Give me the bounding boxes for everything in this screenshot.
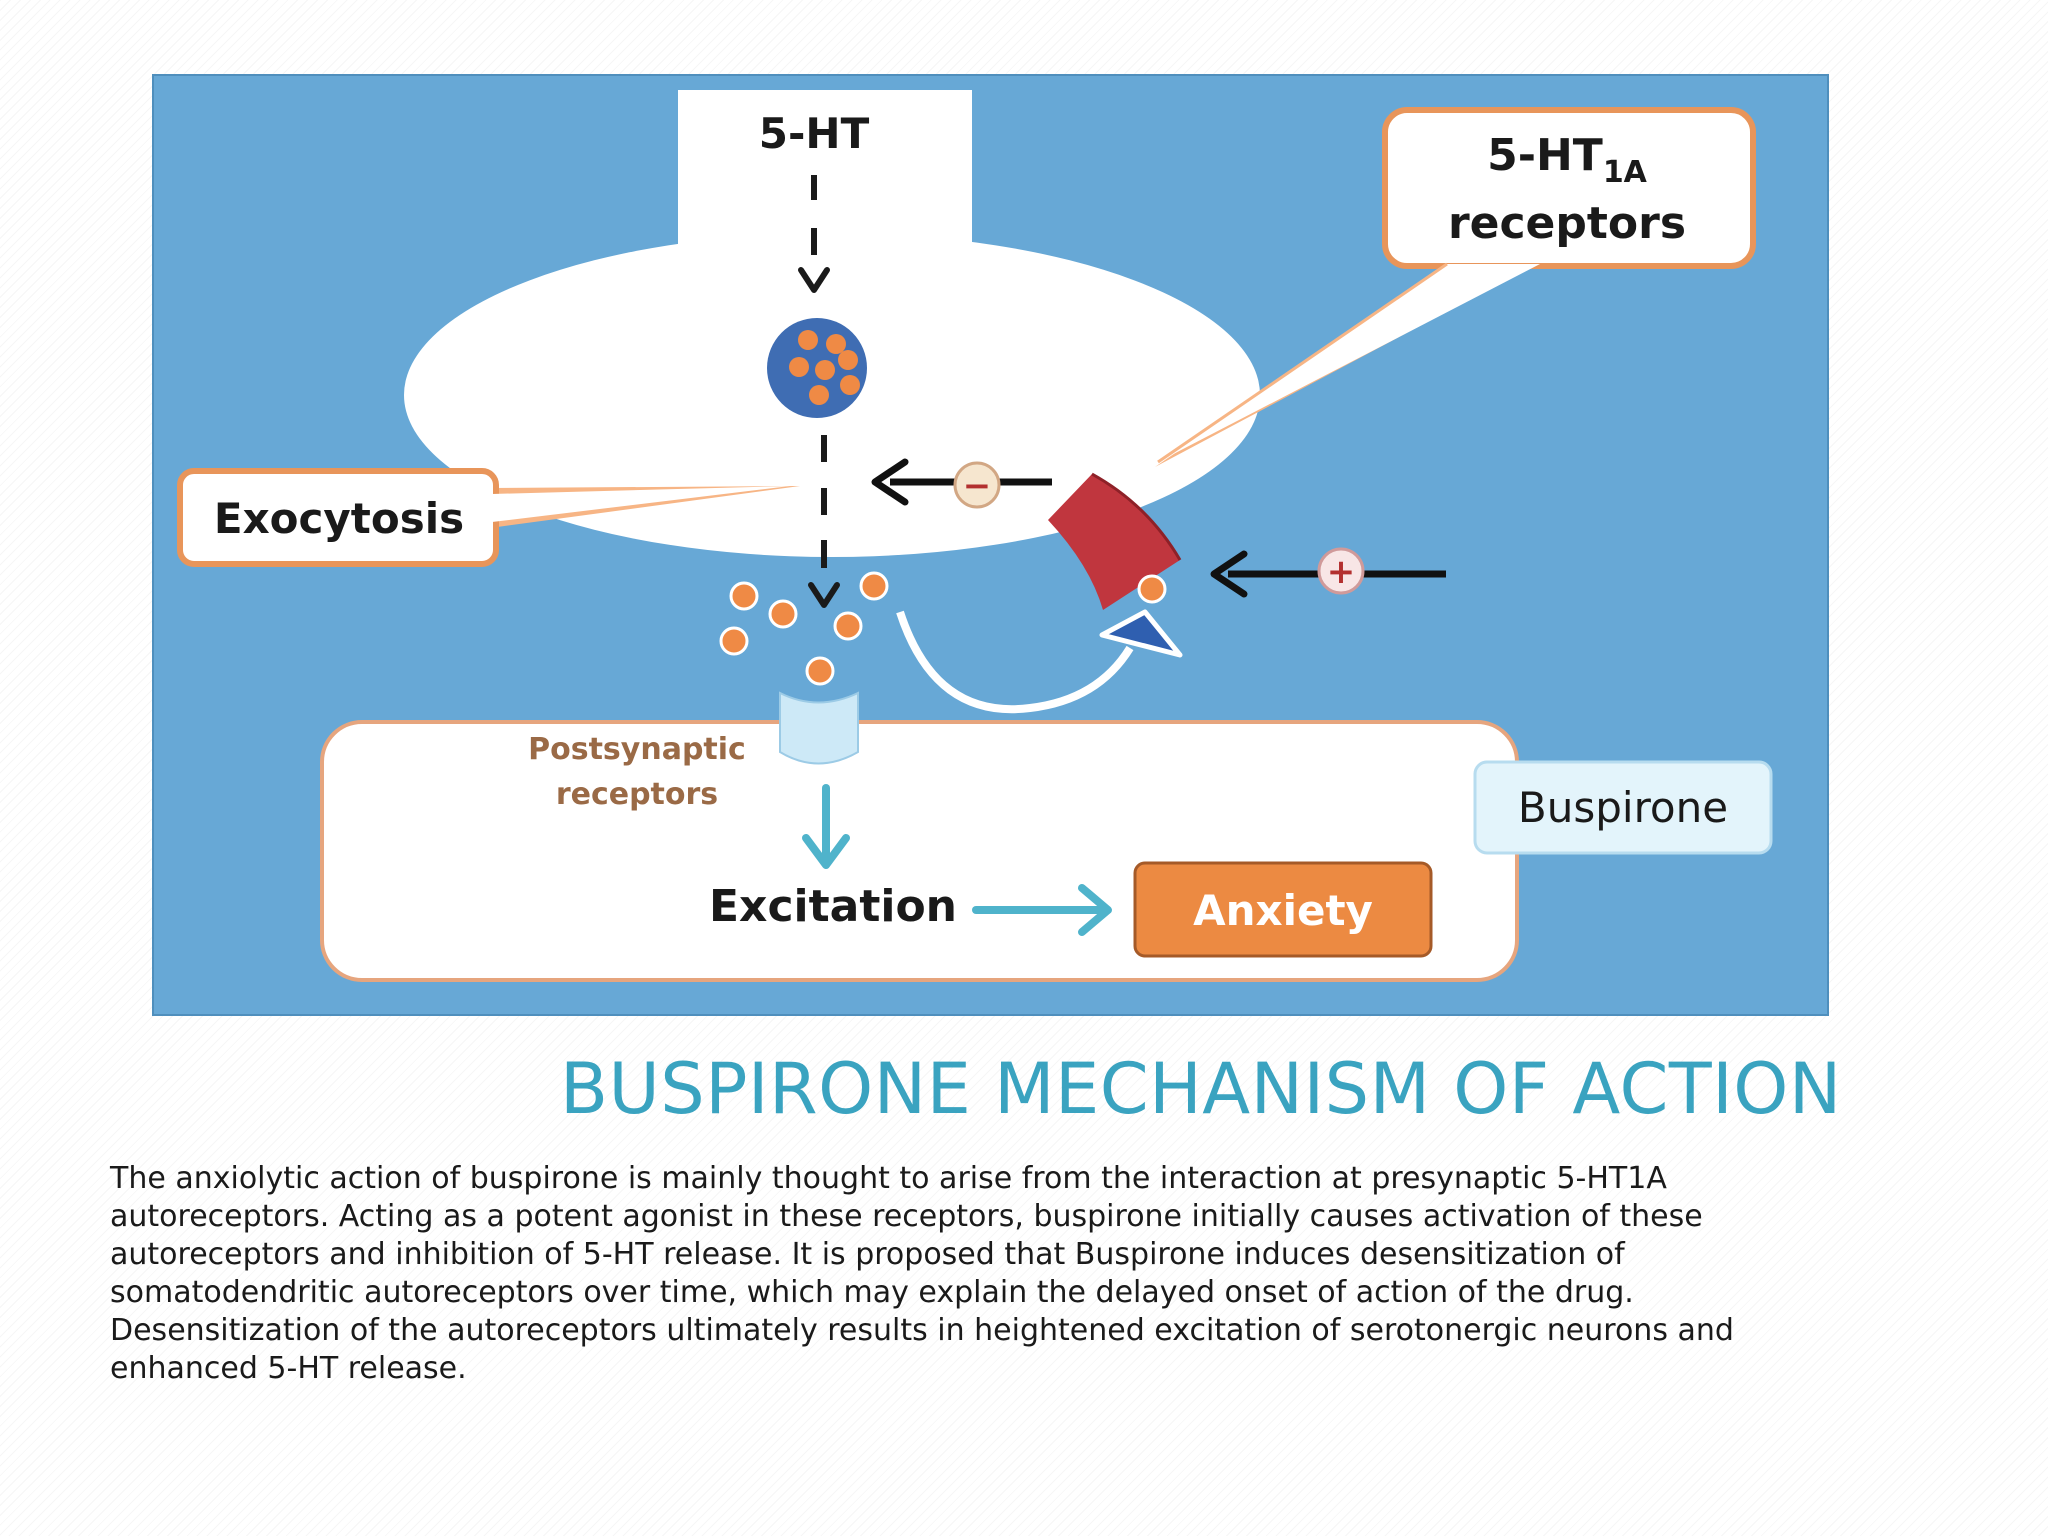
exocytosis-label: Exocytosis <box>214 494 464 543</box>
postsynaptic-label-line2: receptors <box>556 777 718 812</box>
plus-sign: + <box>1327 552 1356 592</box>
excitation-label: Excitation <box>709 881 957 932</box>
receptor-callout-line2: receptors <box>1448 198 1686 249</box>
dashed-arrow-to-cleft <box>808 435 840 608</box>
body-line: autoreceptors. Acting as a potent agonis… <box>110 1199 1703 1234</box>
5ht1a-autoreceptor <box>1048 472 1182 610</box>
receptor-callout-sub: 1A <box>1603 155 1648 190</box>
receptor-callout-main: 5-HT <box>1487 130 1603 181</box>
body-line: somatodendritic autoreceptors over time,… <box>110 1275 1634 1310</box>
body-line: autoreceptors and inhibition of 5-HT rel… <box>110 1237 1625 1272</box>
synaptic-vesicle <box>767 318 867 418</box>
released-5ht-molecules <box>719 571 889 686</box>
body-line: The anxiolytic action of buspirone is ma… <box>110 1161 1667 1196</box>
body-line: Desensitization of the autoreceptors ult… <box>110 1313 1734 1348</box>
anxiety-box <box>1133 861 1433 958</box>
activation-arrow: + <box>1210 547 1446 598</box>
minus-icon <box>953 461 1001 509</box>
receptor-callout-line1: 5-HT1A <box>1487 130 1648 190</box>
postsynaptic-receptor <box>779 691 859 765</box>
exocytosis-callout: Exocytosis <box>177 468 800 567</box>
label-5ht: 5-HT <box>759 109 870 158</box>
slide-body-text: The anxiolytic action of buspirone is ma… <box>110 1160 1930 1388</box>
inhibition-arrow: − <box>871 458 1052 509</box>
minus-sign: − <box>963 466 992 506</box>
curved-feedback-arrow <box>896 609 1183 714</box>
anxiety-label: Anxiety <box>1193 886 1373 935</box>
mechanism-diagram: 5-HT <box>152 74 1829 1016</box>
buspirone-label: Buspirone <box>1518 783 1728 832</box>
plus-icon <box>1317 547 1365 595</box>
arrow-to-anxiety <box>972 884 1112 936</box>
receptor-callout: 5-HT1A receptors <box>1155 107 1756 467</box>
body-line: enhanced 5-HT release. <box>110 1351 467 1386</box>
dashed-arrow-to-vesicle <box>798 175 830 293</box>
slide-title: BUSPIRONE MECHANISM OF ACTION <box>560 1048 1842 1130</box>
postsynaptic-label-line1: Postsynaptic <box>528 732 746 767</box>
arrow-to-excitation <box>802 784 850 869</box>
buspirone-box <box>1473 760 1773 855</box>
